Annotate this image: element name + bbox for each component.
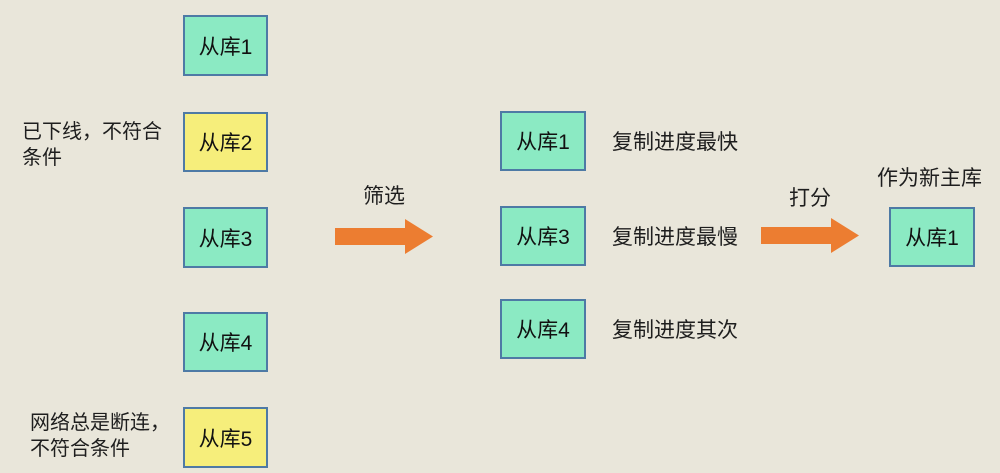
box-left-slave2-label: 从库2	[198, 132, 253, 155]
score-step-label: 打分	[789, 187, 831, 210]
box-mid-slave3: 从库3	[500, 206, 586, 266]
box-left-slave3: 从库3	[183, 207, 268, 268]
box-result-slave1: 从库1	[889, 207, 975, 267]
annotation-slave2-offline: 已下线，不符合 条件	[22, 121, 162, 169]
annotation-slave5-network: 网络总是断连， 不符合条件	[30, 412, 170, 460]
score-arrow-icon	[761, 218, 859, 253]
note-slave1-progress: 复制进度最快	[612, 131, 738, 154]
box-left-slave1: 从库1	[183, 15, 268, 76]
box-left-slave2: 从库2	[183, 112, 268, 172]
box-left-slave4: 从库4	[183, 312, 268, 372]
box-left-slave3-label: 从库3	[198, 227, 253, 251]
box-left-slave5: 从库5	[183, 407, 268, 468]
box-left-slave4-label: 从库4	[198, 332, 253, 355]
box-mid-slave3-label: 从库3	[516, 226, 570, 249]
box-mid-slave1-label: 从库1	[516, 131, 570, 154]
result-heading: 作为新主库	[877, 167, 982, 190]
note-slave4-progress: 复制进度其次	[612, 319, 738, 342]
box-result-slave1-label: 从库1	[905, 227, 959, 250]
box-mid-slave4: 从库4	[500, 299, 586, 359]
box-mid-slave4-label: 从库4	[516, 319, 570, 342]
box-left-slave1-label: 从库1	[198, 35, 253, 59]
filter-arrow-icon	[335, 219, 433, 254]
box-mid-slave1: 从库1	[500, 111, 586, 171]
filter-step-label: 筛选	[363, 185, 405, 208]
note-slave3-progress: 复制进度最慢	[612, 226, 738, 249]
box-left-slave5-label: 从库5	[198, 427, 253, 451]
